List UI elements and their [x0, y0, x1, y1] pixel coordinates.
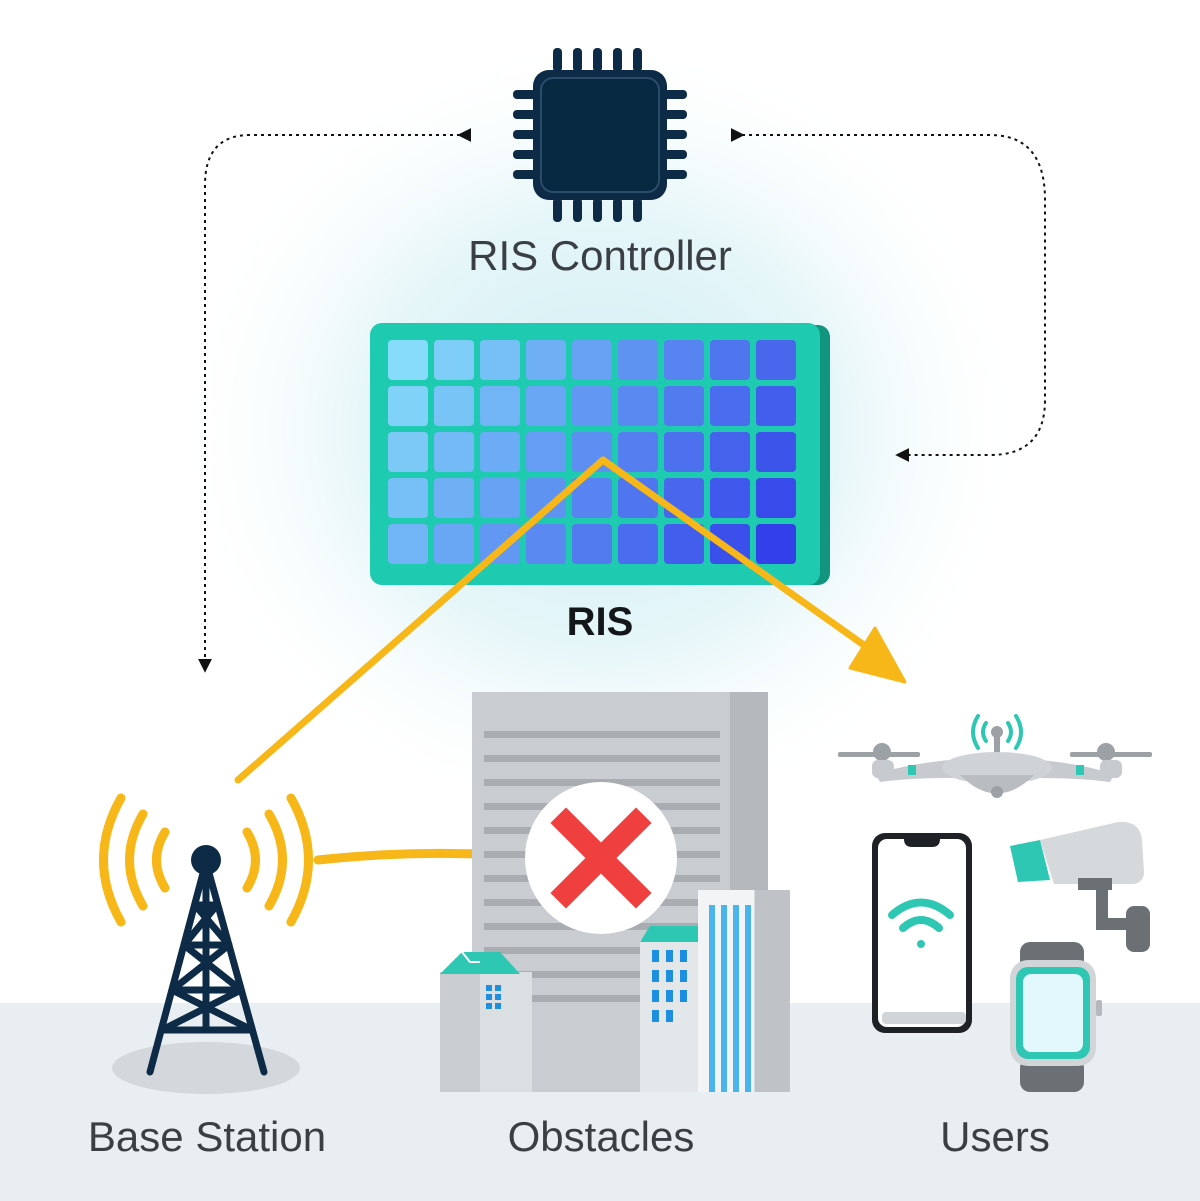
ris-cell [664, 386, 704, 426]
smartphone-icon [872, 833, 972, 1033]
ris-cell [526, 340, 566, 380]
ris-cell [388, 478, 428, 518]
ris-controller-label: RIS Controller [468, 232, 732, 279]
drone-icon [838, 714, 1152, 798]
controller-to-ris-link [730, 128, 1046, 462]
ris-cell [710, 432, 750, 472]
cell-tower-icon [99, 793, 313, 1094]
ris-cell [526, 524, 566, 564]
glass-tower [698, 890, 790, 1092]
ris-cell [756, 524, 796, 564]
controller-to-base-link [198, 128, 472, 673]
ris-cell [572, 478, 612, 518]
ris-cell [664, 340, 704, 380]
ris-cell [434, 340, 474, 380]
ris-cell [388, 386, 428, 426]
ris-cell [388, 340, 428, 380]
ris-cell [756, 340, 796, 380]
ris-label: RIS [566, 600, 634, 644]
blocked-x-icon [525, 782, 677, 934]
ris-cell [618, 386, 658, 426]
ris-cell [618, 524, 658, 564]
chip-icon [513, 48, 687, 222]
wifi-icon [888, 898, 954, 948]
ris-cell [710, 478, 750, 518]
ris-cell [756, 478, 796, 518]
ris-cell [526, 386, 566, 426]
ris-cell [480, 386, 520, 426]
smartwatch-icon [1010, 942, 1102, 1092]
control-links [198, 128, 1046, 673]
ris-cell [388, 524, 428, 564]
users-label: Users [940, 1113, 1050, 1160]
office-building [640, 926, 706, 1092]
ris-cell [710, 386, 750, 426]
ris-cell [710, 340, 750, 380]
ris-cell [480, 340, 520, 380]
ris-cell [756, 432, 796, 472]
obstacles-label: Obstacles [507, 1113, 695, 1160]
ris-cell [434, 386, 474, 426]
ris-cell-grid [388, 340, 796, 564]
ris-cell [526, 478, 566, 518]
ris-panel-icon [370, 323, 830, 585]
ris-cell [480, 478, 520, 518]
ris-cell [664, 478, 704, 518]
ris-cell [664, 432, 704, 472]
ris-cell [618, 432, 658, 472]
beam-base-to-ris-to-users [234, 456, 872, 784]
ris-cell [572, 524, 612, 564]
ris-cell [572, 340, 612, 380]
ris-cell [572, 386, 612, 426]
ris-cell [434, 478, 474, 518]
ris-cell [664, 524, 704, 564]
base-station-label: Base Station [87, 1113, 327, 1160]
ris-cell [618, 340, 658, 380]
security-camera-icon [1010, 821, 1150, 952]
ris-cell [756, 386, 796, 426]
house-building [440, 951, 532, 1092]
ris-cell [480, 524, 520, 564]
ris-cell [434, 432, 474, 472]
ris-cell [434, 524, 474, 564]
ris-cell [388, 432, 428, 472]
ris-cell [526, 432, 566, 472]
ris-cell [480, 432, 520, 472]
